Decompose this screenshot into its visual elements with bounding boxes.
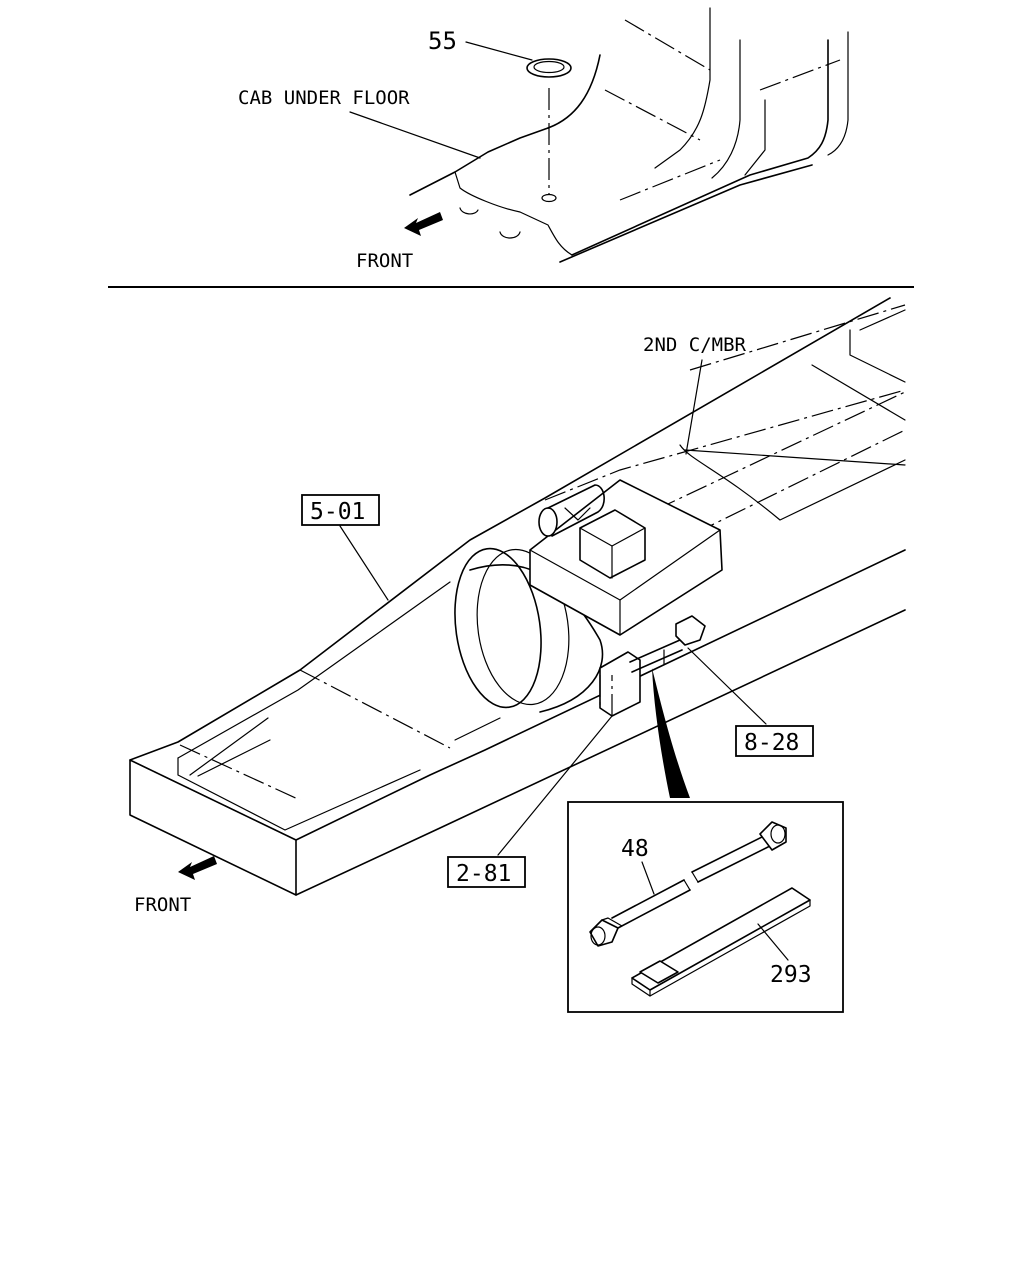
cab-floor-outline	[409, 7, 849, 263]
front-arrow-icon-main	[178, 856, 217, 880]
detail-pointer	[652, 668, 690, 798]
leader-293	[757, 923, 789, 961]
second-crossmember-label: 2ND C/MBR	[643, 334, 747, 356]
front-label-main: FRONT	[134, 894, 191, 916]
ref-2-81: 2-81	[456, 861, 511, 887]
cab-under-floor-label: CAB UNDER FLOOR	[238, 87, 410, 109]
leader-2-81	[497, 715, 613, 856]
main-view: 2ND C/MBR 5-01 8-28 2-81 FRONT	[129, 297, 906, 916]
detail-inset: 48 293	[567, 801, 844, 1013]
callout-293: 293	[770, 962, 812, 988]
protector-strip-part-293	[631, 887, 811, 997]
callout-55: 55	[428, 27, 457, 55]
callout-48: 48	[621, 836, 649, 862]
ref-8-28: 8-28	[744, 730, 799, 756]
ref-5-01: 5-01	[310, 499, 365, 525]
top-view: 55 CAB UNDER FLOOR FRONT	[238, 7, 849, 272]
leader-55	[465, 41, 533, 61]
front-arrow-icon	[404, 212, 443, 236]
front-label-top: FRONT	[356, 250, 413, 272]
ref-box-8-28	[735, 725, 814, 757]
ref-box-2-81	[447, 856, 526, 888]
canister-assembly	[454, 479, 723, 713]
ref-box-5-01	[301, 494, 380, 526]
hose-part-48	[589, 821, 787, 947]
leader-48	[641, 861, 655, 895]
leader-cab-under-floor	[349, 111, 481, 159]
valve-and-hose	[599, 615, 706, 717]
leader-8-28	[687, 647, 767, 725]
chassis-frame	[129, 297, 906, 896]
leader-5-01	[339, 525, 389, 601]
leader-2nd-cmbr	[685, 359, 703, 455]
